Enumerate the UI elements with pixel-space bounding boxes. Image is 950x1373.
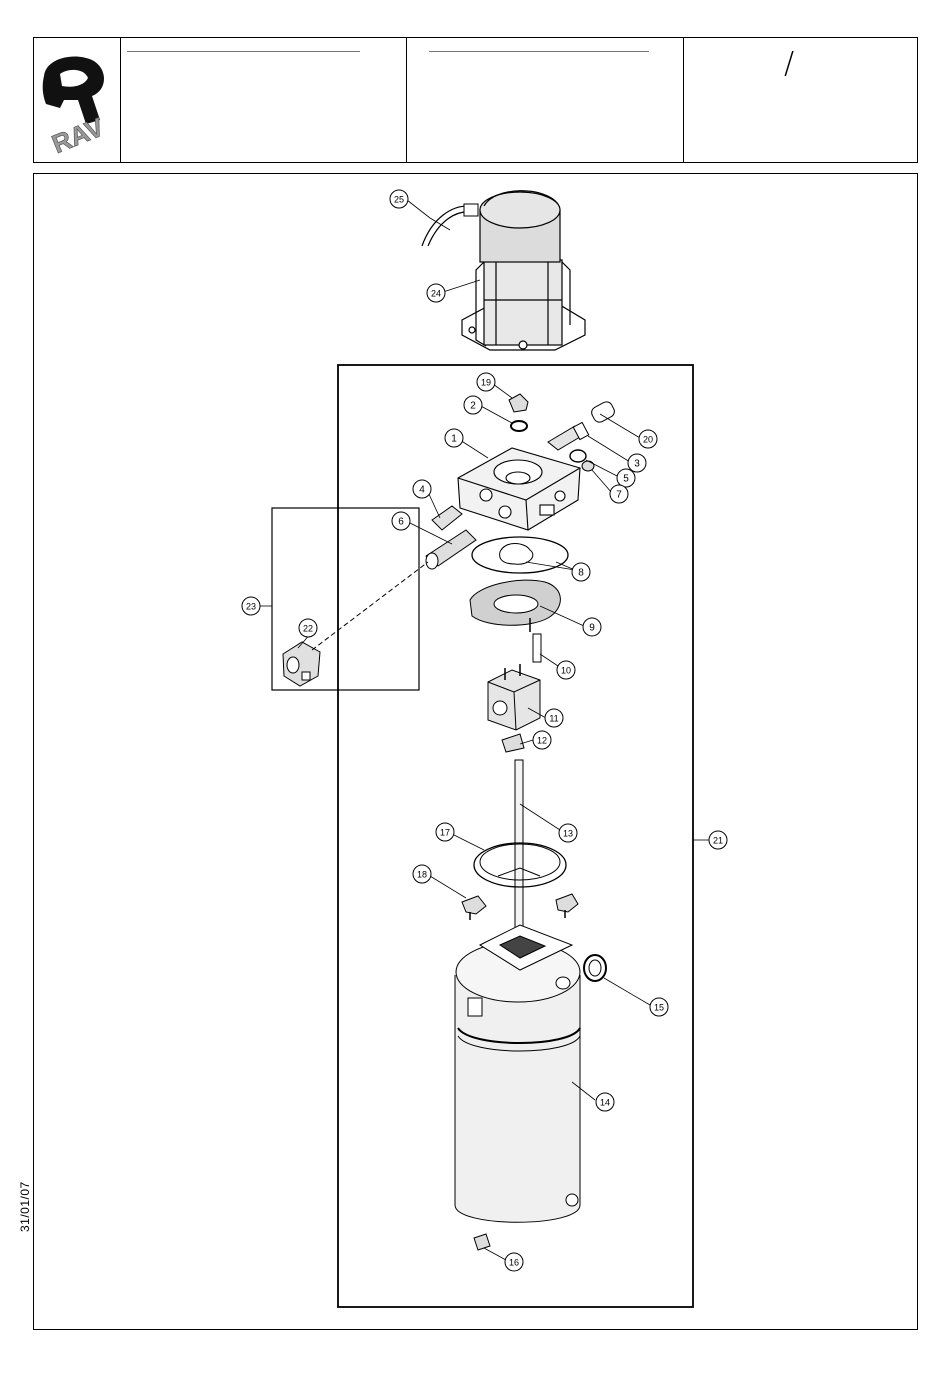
seal-ring: [511, 421, 527, 431]
callout-label: 20: [643, 435, 653, 445]
callout-label: 11: [549, 714, 558, 724]
callout-label: 4: [419, 485, 425, 496]
callout-8: 8: [572, 563, 590, 581]
callout-24: 24: [427, 284, 445, 302]
suction-pin: [533, 634, 541, 662]
plug-5: [570, 450, 586, 462]
callout-11: 11: [545, 709, 563, 727]
callout-2: 2: [464, 396, 482, 414]
callout-13: 13: [559, 824, 577, 842]
callout-16: 16: [505, 1253, 523, 1271]
callout-19: 19: [477, 373, 495, 391]
callout-22: 22: [299, 619, 317, 637]
drain-plug: [474, 1234, 490, 1250]
callout-label: 25: [394, 195, 404, 205]
callout-10: 10: [557, 661, 575, 679]
oil-tank: [455, 925, 580, 1222]
callout-7: 7: [610, 485, 628, 503]
callout-5: 5: [617, 469, 635, 487]
coil-axis-line: [312, 562, 428, 650]
clamp-right: [556, 894, 578, 912]
callout-25: 25: [390, 190, 408, 208]
o-ring-shaped: [500, 544, 533, 565]
callout-12: 12: [533, 731, 551, 749]
callout-label: 7: [616, 490, 622, 501]
callout-4: 4: [413, 480, 431, 498]
callout-label: 8: [578, 568, 584, 579]
callout-label: 19: [481, 378, 491, 388]
suction-tube: [515, 760, 523, 930]
callout-label: 14: [600, 1098, 610, 1108]
clamp-left: [462, 896, 486, 914]
callout-9: 9: [583, 618, 601, 636]
callout-1: 1: [445, 429, 463, 447]
plug-7: [582, 461, 594, 471]
callout-label: 13: [563, 829, 573, 839]
callout-21: 21: [709, 831, 727, 849]
callout-label: 15: [654, 1003, 664, 1013]
gear-pump: [488, 664, 540, 730]
valve-block: [458, 448, 580, 530]
callout-label: 12: [537, 736, 547, 746]
callout-label: 17: [440, 828, 450, 838]
callout-label: 10: [561, 666, 571, 676]
callout-label: 5: [623, 474, 629, 485]
callout-18: 18: [413, 865, 431, 883]
callout-label: 6: [398, 517, 404, 528]
callout-label: 23: [246, 602, 256, 612]
callout-17: 17: [436, 823, 454, 841]
callout-label: 24: [431, 289, 441, 299]
callout-label: 9: [589, 623, 595, 634]
callout-label: 3: [634, 459, 640, 470]
callout-label: 21: [713, 836, 723, 846]
callout-14: 14: [596, 1093, 614, 1111]
o-ring-large: [472, 537, 568, 573]
electric-motor: [462, 191, 585, 350]
motor-cable: [428, 212, 472, 246]
callout-23: 23: [242, 597, 260, 615]
pump-fitting: [502, 734, 524, 752]
callout-label: 1: [451, 434, 457, 445]
relief-cap: [509, 394, 528, 412]
callout-15: 15: [650, 998, 668, 1016]
callout-label: 18: [417, 870, 427, 880]
callout-label: 2: [470, 401, 476, 412]
callout-20: 20: [639, 430, 657, 448]
callout-6: 6: [392, 512, 410, 530]
check-valve: [548, 422, 589, 450]
valve-cap: [590, 400, 617, 424]
callout-label: 22: [303, 624, 313, 634]
callout-label: 16: [509, 1258, 519, 1268]
callout-3: 3: [628, 454, 646, 472]
